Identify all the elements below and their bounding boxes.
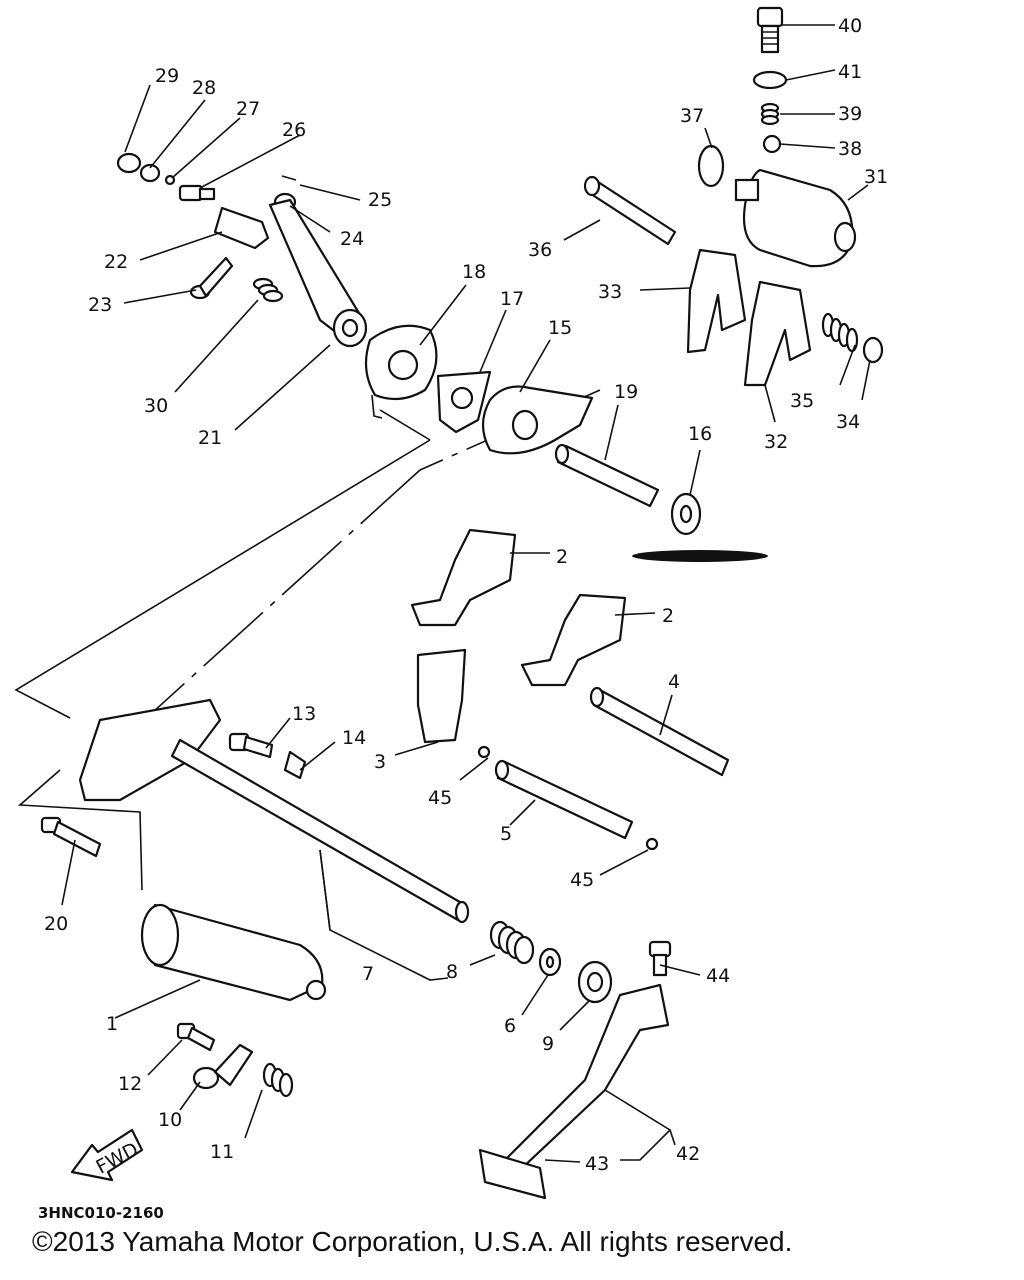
part-spring-8	[489, 920, 535, 965]
part-nut-29	[116, 152, 142, 174]
label-40: 40	[838, 15, 862, 37]
part-bolt-20	[40, 816, 102, 858]
part-washer-6	[538, 947, 562, 977]
label-41: 41	[838, 61, 862, 83]
part-plate-18	[364, 324, 438, 419]
part-clip-45a	[477, 745, 491, 759]
leader-lines	[61, 24, 871, 1163]
label-42: 42	[676, 1143, 700, 1165]
label-37: 37	[680, 105, 704, 127]
label-45a: 45	[428, 787, 452, 809]
part-labels: 40 41 39 38 37 31 36 33 32 35 34 29 28 2…	[44, 15, 888, 1175]
label-34: 34	[836, 411, 860, 433]
label-36: 36	[528, 239, 552, 261]
part-washer-16	[670, 492, 702, 536]
label-27: 27	[236, 98, 260, 120]
label-13: 13	[292, 703, 316, 725]
part-fork-3	[416, 648, 467, 744]
label-44: 44	[706, 965, 730, 987]
label-10: 10	[158, 1109, 182, 1131]
label-38: 38	[838, 138, 862, 160]
part-fork-32	[743, 280, 812, 387]
part-spring-35	[821, 312, 859, 353]
label-2b: 2	[662, 605, 674, 627]
part-segment-15	[481, 385, 594, 455]
part-bolt-13	[228, 732, 274, 759]
part-washer-34	[862, 336, 884, 364]
label-23: 23	[88, 294, 112, 316]
label-12: 12	[118, 1073, 142, 1095]
part-shift-drum-31	[734, 168, 857, 268]
part-lever-21	[268, 198, 368, 348]
label-45b: 45	[570, 869, 594, 891]
label-26: 26	[282, 119, 306, 141]
label-9: 9	[542, 1033, 554, 1055]
label-20: 20	[44, 913, 68, 935]
label-11: 11	[210, 1141, 234, 1163]
part-joint-22	[213, 206, 270, 250]
part-clip-45b	[645, 837, 659, 851]
label-32: 32	[764, 431, 788, 453]
part-bolt-26	[178, 184, 216, 202]
part-ball-38	[762, 134, 782, 154]
label-6: 6	[504, 1015, 516, 1037]
part-shaft-36	[583, 175, 677, 246]
part-plate-17	[436, 370, 492, 434]
part-spring-39	[760, 102, 780, 126]
part-pin-23	[189, 256, 234, 300]
part-spring-30	[252, 277, 284, 303]
label-8: 8	[446, 961, 458, 983]
label-29: 29	[155, 65, 179, 87]
label-33: 33	[598, 281, 622, 303]
label-1: 1	[106, 1013, 118, 1035]
label-21: 21	[198, 427, 222, 449]
label-2a: 2	[556, 546, 568, 568]
part-shift-shaft-7	[78, 698, 470, 924]
label-43: 43	[585, 1153, 609, 1175]
label-24: 24	[340, 228, 364, 250]
part-fork-33	[686, 248, 747, 354]
label-28: 28	[192, 77, 216, 99]
label-5: 5	[500, 823, 512, 845]
label-31: 31	[864, 166, 888, 188]
part-spring-11	[262, 1062, 294, 1098]
label-4: 4	[668, 671, 680, 693]
part-pin-25	[281, 175, 297, 181]
label-3: 3	[374, 751, 386, 773]
scan-mark	[632, 550, 768, 562]
label-39: 39	[838, 103, 862, 125]
part-washer-41	[752, 70, 788, 90]
part-shaft-19	[554, 443, 660, 508]
part-bolt-12	[176, 1022, 216, 1052]
part-fork-2a	[410, 528, 517, 627]
label-22: 22	[104, 251, 128, 273]
label-16: 16	[688, 423, 712, 445]
part-drum-1	[140, 903, 327, 1002]
label-19: 19	[614, 381, 638, 403]
label-15: 15	[548, 317, 572, 339]
label-35: 35	[790, 390, 814, 412]
part-fork-2b	[520, 593, 627, 687]
part-bolt-44	[648, 940, 672, 977]
label-17: 17	[500, 288, 524, 310]
copyright-notice: ©2013 Yamaha Motor Corporation, U.S.A. A…	[32, 1226, 793, 1257]
label-25: 25	[368, 189, 392, 211]
label-30: 30	[144, 395, 168, 417]
diagram-code: 3HNC010-2160	[38, 1204, 164, 1222]
part-lever-10	[192, 1043, 254, 1090]
part-shaft-5	[494, 759, 634, 840]
part-washer-28	[139, 163, 161, 183]
part-pedal-rubber-43	[478, 1148, 547, 1200]
label-14: 14	[342, 727, 366, 749]
part-bushing-9	[577, 960, 613, 1004]
part-shaft-4	[589, 686, 730, 777]
part-bolt-40	[756, 6, 784, 54]
part-clip-14	[283, 750, 307, 780]
label-7: 7	[362, 963, 374, 985]
part-seal-37	[697, 144, 725, 188]
label-18: 18	[462, 261, 486, 283]
fwd-arrow-icon: FWD	[70, 1128, 144, 1182]
